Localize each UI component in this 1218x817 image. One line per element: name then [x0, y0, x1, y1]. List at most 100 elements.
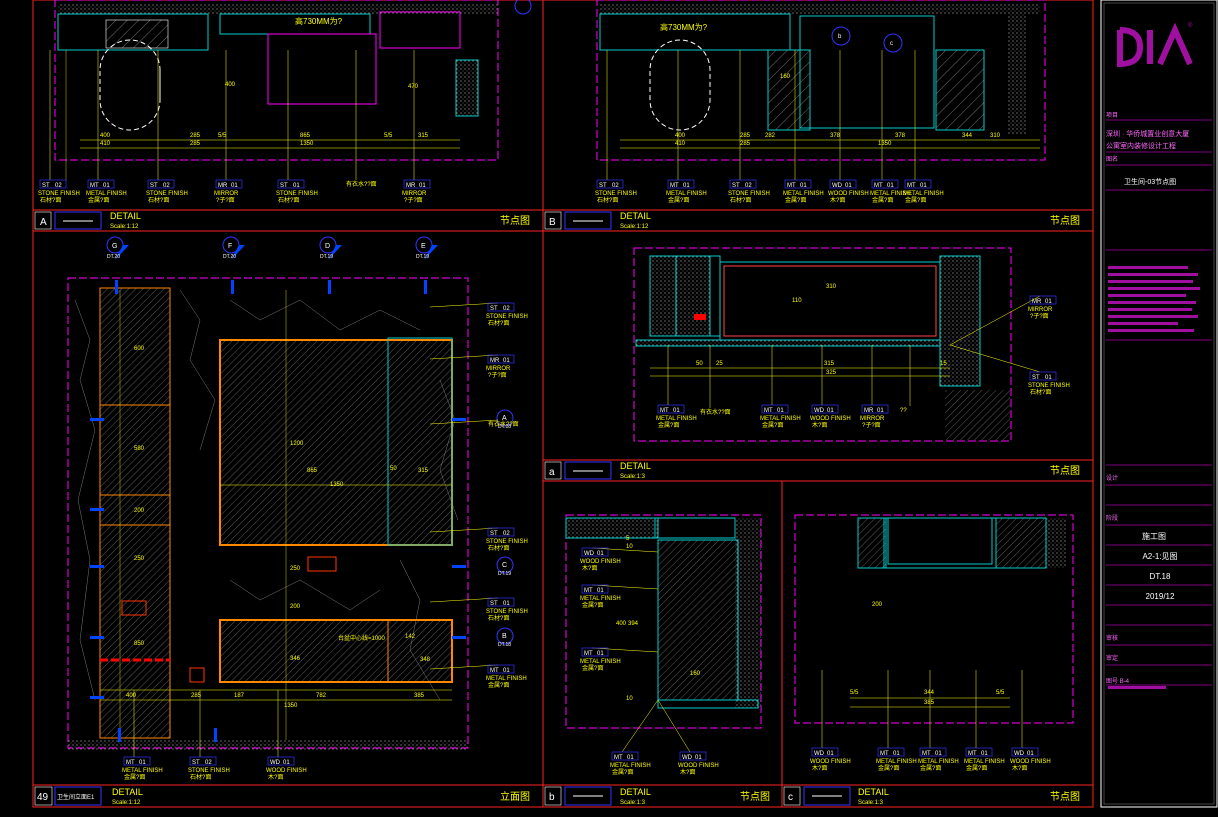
material-cn: 木?面: [830, 196, 845, 204]
svg-text:160: 160: [690, 671, 701, 677]
detail-panel-B[interactable]: b c 高730MM为? 400 410 285 282 285 378 378…: [596, 0, 1046, 161]
detail-panel-a[interactable]: 310 110 50 25 315 325 15: [633, 247, 1012, 442]
svg-text:Scale:1:3: Scale:1:3: [858, 800, 884, 806]
svg-text:10: 10: [626, 696, 633, 702]
material-code: MT: [922, 751, 931, 757]
svg-text:282: 282: [765, 133, 776, 139]
material-number: 01: [920, 183, 927, 189]
svg-text:DETAIL: DETAIL: [112, 787, 143, 797]
panel-header-a: a DETAIL Scale:1:3 节点图: [544, 461, 1080, 480]
material-name: STONE FINISH: [1028, 383, 1070, 389]
project-line2: 公寓室内装修设计工程: [1106, 141, 1176, 150]
material-cn: 石材?面: [488, 614, 509, 622]
material-code: MR: [864, 408, 874, 414]
material-cn: 有衣水??面: [488, 420, 519, 428]
panel-header-B: B DETAIL Scale:1:12 节点图: [544, 211, 1080, 230]
dims-b: 5 10 400 394 160 10: [616, 536, 701, 702]
material-name: WOOD FINISH: [810, 759, 851, 765]
svg-text:865: 865: [300, 133, 311, 139]
material-code: MT: [968, 751, 977, 757]
material-cn: ??: [900, 408, 907, 414]
side-section-marker[interactable]: ADT.18: [496, 409, 514, 430]
tb-label-project: 项目: [1106, 112, 1118, 119]
svg-text:5/5: 5/5: [218, 133, 227, 139]
svg-text:节点图: 节点图: [1050, 791, 1080, 803]
svg-text:b: b: [838, 34, 842, 40]
svg-text:285: 285: [740, 141, 751, 147]
svg-text:385: 385: [924, 700, 935, 706]
side-section-marker[interactable]: CDT.19: [496, 556, 514, 577]
svg-text:1350: 1350: [284, 703, 298, 709]
tb-label-stage: 阶段: [1106, 514, 1118, 522]
title-block-rules: [1106, 119, 1212, 686]
detail-panel-c[interactable]: 200 5/5 344 5/5 385: [794, 514, 1074, 724]
material-code: MT: [907, 183, 916, 189]
material-code: ST: [490, 531, 498, 537]
material-name: STONE FINISH: [486, 609, 528, 615]
detail-panel-b[interactable]: 5 10 400 394 160 10: [565, 514, 762, 729]
section-marker[interactable]: FDT.20: [222, 236, 245, 260]
material-number: 02: [745, 183, 752, 189]
material-number: 01: [827, 408, 834, 414]
svg-text:50: 50: [696, 361, 703, 367]
title-block: ® 深圳 · 华侨城置业创意大厦 公寓室内装修设计工程 卫生间-03节点图 项目…: [1100, 0, 1218, 808]
side-section-marker[interactable]: BDT.18: [496, 627, 514, 648]
material-cn: 石材?面: [190, 773, 211, 781]
svg-text:385: 385: [414, 693, 425, 699]
svg-text:50: 50: [390, 466, 397, 472]
section-marker[interactable]: EDT.19: [415, 236, 438, 260]
material-name: MIRROR: [1028, 307, 1053, 313]
material-name: METAL FINISH: [656, 416, 697, 422]
marker-ref: DT.20: [223, 254, 236, 260]
panel-header-A: A DETAIL Scale:1:12 节点图: [34, 211, 530, 230]
svg-text:250: 250: [290, 566, 301, 572]
material-number: 02: [612, 183, 619, 189]
material-number: 01: [981, 751, 988, 757]
material-cn: 石材?面: [488, 544, 509, 552]
sheet-frame: [32, 0, 1094, 808]
material-code: WD: [682, 755, 693, 761]
marker-letter: G: [112, 243, 117, 250]
material-name: METAL FINISH: [122, 768, 163, 774]
material-number: 01: [877, 408, 884, 414]
svg-text:200: 200: [290, 604, 301, 610]
material-name: STONE FINISH: [38, 191, 80, 197]
svg-text:卫生间立面E1: 卫生间立面E1: [57, 793, 95, 801]
material-number: 01: [597, 551, 604, 557]
svg-text:Scale:1:12: Scale:1:12: [112, 800, 141, 806]
tb-value-scale: A2-1:见图: [1142, 552, 1177, 561]
svg-text:5/5: 5/5: [996, 690, 1005, 696]
svg-text:344: 344: [962, 133, 973, 139]
svg-text:600: 600: [134, 346, 145, 352]
svg-text:348: 348: [420, 657, 431, 663]
material-code: MR: [406, 183, 416, 189]
section-marker[interactable]: GDT.20: [106, 236, 129, 260]
detail-panel-A[interactable]: 高730MM为? 400 410 285 285 5/5 865 1350 31…: [54, 0, 532, 180]
marker-ref: DT.19: [498, 571, 511, 577]
material-cn: 木?面: [1012, 764, 1027, 772]
material-code: MT: [90, 183, 99, 189]
material-code: MT: [584, 651, 593, 657]
elevation-panel[interactable]: 600 580 200 250 850 400 285 187 782 385 …: [67, 277, 469, 750]
material-cn: 金属?面: [920, 764, 941, 772]
svg-text:10: 10: [626, 544, 633, 550]
section-marker[interactable]: DDT.19: [319, 236, 342, 260]
panel-header-elevation: 49 卫生间立面E1 DETAIL Scale:1:12 立面图: [34, 786, 530, 806]
material-cn: 金属?面: [762, 421, 783, 429]
material-name: METAL FINISH: [903, 191, 944, 197]
material-name: WOOD FINISH: [580, 559, 621, 565]
